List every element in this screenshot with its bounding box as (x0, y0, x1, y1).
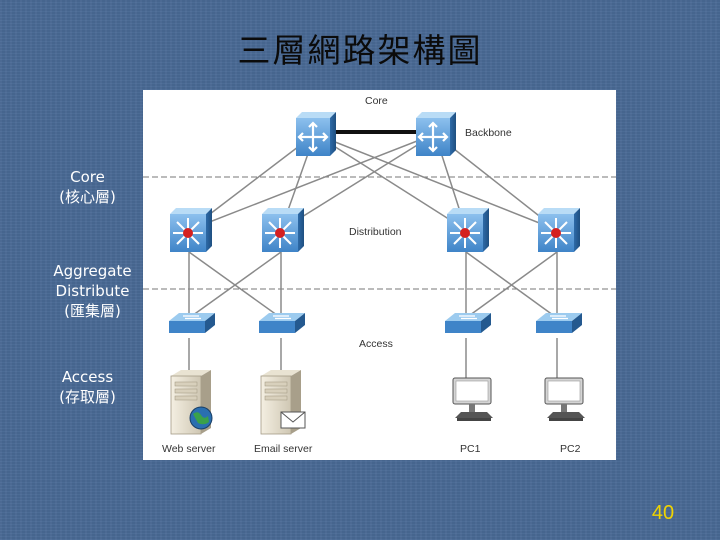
layer-label-distribution: Distribution (349, 226, 402, 238)
network-diagram: Core Backbone Distribution Access Web se… (143, 90, 616, 460)
side-label-core-en: Core (70, 168, 105, 186)
distribution-access-links (188, 251, 558, 319)
pc2-label: PC2 (560, 443, 581, 455)
side-label-access-en: Access (61, 368, 114, 386)
distribution-switch-3 (447, 208, 489, 252)
layer-label-core: Core (365, 95, 388, 107)
side-label-core-zh: (核心層) (59, 188, 116, 206)
slide-title: 三層網路架構圖 (237, 31, 483, 70)
side-label-access: Access (存取層) (40, 367, 135, 407)
access-switch-2 (259, 313, 305, 333)
side-label-core: Core (核心層) (40, 167, 135, 207)
access-switch-1 (169, 313, 215, 333)
access-device-links (188, 338, 558, 378)
side-label-aggregate: Aggregate Distribute (匯集層) (45, 261, 140, 321)
access-switch-4 (536, 313, 582, 333)
distribution-switch-2 (262, 208, 304, 252)
core-distribution-links (188, 133, 558, 231)
distribution-switch-4 (538, 208, 580, 252)
side-label-aggregate-zh: (匯集層) (64, 302, 121, 320)
access-switch-3 (445, 313, 491, 333)
web-server-label: Web server (162, 443, 216, 455)
pc1-icon (452, 377, 493, 421)
email-server-icon (260, 370, 306, 435)
side-label-access-zh: (存取層) (59, 388, 116, 406)
core-switch-right (416, 112, 456, 156)
pc2-icon (544, 377, 585, 421)
pc1-label: PC1 (460, 443, 481, 455)
side-label-aggregate-en2: Distribute (55, 282, 130, 300)
layer-label-backbone: Backbone (465, 127, 512, 139)
page-number: 40 (651, 502, 675, 524)
layer-label-access: Access (359, 338, 393, 350)
web-server-icon (170, 370, 213, 435)
email-server-label: Email server (254, 443, 313, 455)
core-switch-left (296, 112, 336, 156)
side-label-aggregate-en1: Aggregate (53, 262, 132, 280)
distribution-switch-1 (170, 208, 212, 252)
